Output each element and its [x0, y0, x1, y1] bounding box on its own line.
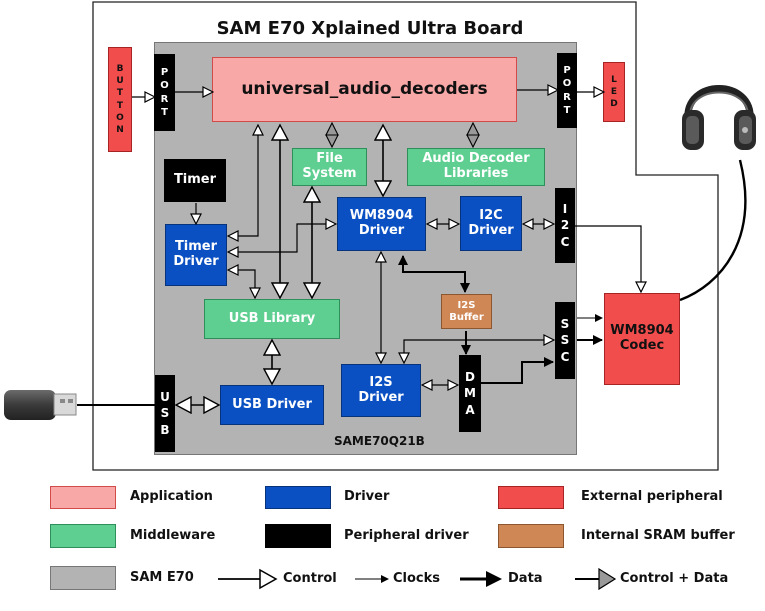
data-arrow-head — [486, 571, 502, 587]
legend-label-sam: SAM E70 — [130, 570, 194, 585]
legend-swatch-application — [50, 486, 116, 509]
usb-stick-icon — [4, 390, 77, 420]
legend-label-external: External peripheral — [581, 489, 723, 504]
i2c-driver-block: I2C Driver — [460, 196, 522, 251]
board-title: SAM E70 Xplained Ultra Board — [216, 18, 524, 39]
wm8904-driver-block: WM8904 Driver — [337, 197, 426, 251]
timer-block: Timer — [164, 159, 226, 202]
legend-label-data: Data — [508, 571, 543, 586]
legend-label-control-data: Control + Data — [620, 571, 729, 586]
legend-label-sram: Internal SRAM buffer — [581, 528, 735, 543]
headphones-icon — [682, 85, 756, 150]
file-system-block: File System — [292, 148, 367, 186]
legend-label-middleware: Middleware — [130, 528, 216, 543]
legend-swatch-peripheral — [265, 524, 331, 548]
i2s-buffer-block: I2S Buffer — [441, 294, 492, 329]
usb-driver-block: USB Driver — [220, 385, 324, 425]
legend-swatch-middleware — [50, 524, 116, 548]
legend-arrow-samples — [218, 567, 617, 591]
legend-swatch-external — [498, 486, 564, 509]
application-block: universal_audio_decoders — [212, 57, 517, 122]
clocks-arrow-head — [381, 575, 389, 583]
legend-swatch-sam — [50, 566, 116, 590]
legend-label-control: Control — [283, 571, 337, 586]
chip-label: SAME70Q21B — [334, 434, 425, 448]
legend-label-driver: Driver — [344, 489, 390, 504]
i2s-driver-block: I2S Driver — [341, 364, 421, 417]
legend-label-peripheral: Peripheral driver — [344, 528, 469, 543]
timer-driver-block: Timer Driver — [165, 224, 227, 286]
wm8904-codec-block: WM8904 Codec — [604, 293, 680, 385]
usb-library-block: USB Library — [204, 299, 340, 339]
legend-swatch-sram — [498, 524, 564, 548]
legend-label-application: Application — [130, 489, 213, 504]
legend-label-clocks: Clocks — [393, 571, 441, 586]
control-arrow-head — [259, 568, 278, 590]
legend-swatch-driver — [265, 486, 331, 509]
control-data-arrow-head — [598, 567, 617, 591]
audio-decoder-libraries-block: Audio Decoder Libraries — [407, 148, 545, 186]
